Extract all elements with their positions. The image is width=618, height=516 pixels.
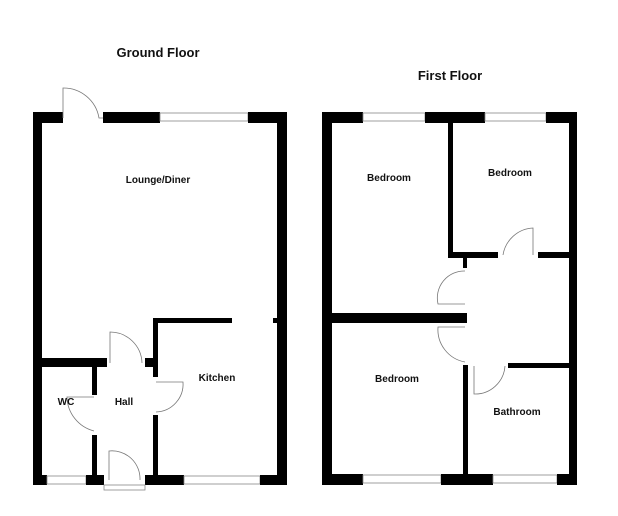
room-label-lounge: Lounge/Diner: [126, 175, 191, 186]
wall: [103, 112, 160, 123]
window: [46, 475, 87, 485]
bathroom-door: [473, 365, 506, 395]
wc-door: [66, 396, 95, 432]
room-label-bedroom-1: Bedroom: [367, 173, 411, 184]
room-label-wc: WC: [58, 397, 75, 408]
wall: [425, 112, 485, 123]
wall: [463, 256, 467, 268]
wall: [153, 318, 232, 323]
ground-floor-title: Ground Floor: [116, 45, 199, 60]
wall: [508, 363, 577, 368]
first-floor-plan: Bedroom Bedroom Bedroom Bathroom: [322, 112, 577, 485]
wall: [33, 112, 63, 123]
window: [183, 475, 261, 485]
kitchen-door: [155, 381, 184, 413]
lounge-door: [109, 331, 143, 364]
wall: [153, 415, 158, 485]
room-label-bathroom: Bathroom: [493, 407, 540, 418]
room-label-kitchen: Kitchen: [199, 373, 236, 384]
bedroom-2-door: [502, 227, 534, 256]
wall: [463, 365, 468, 485]
wall: [569, 112, 577, 485]
wall: [33, 475, 47, 485]
wall: [145, 475, 184, 485]
wall: [322, 313, 467, 323]
wall: [33, 358, 107, 367]
wall: [448, 112, 453, 258]
room-label-bedroom-3: Bedroom: [375, 374, 419, 385]
wall: [557, 474, 577, 485]
garden-door: [62, 87, 103, 119]
wall: [277, 112, 287, 485]
window: [159, 112, 249, 122]
front-door: [108, 450, 141, 481]
wall: [153, 318, 158, 377]
door-threshold: [103, 484, 146, 491]
room-label-hall: Hall: [115, 397, 134, 408]
wall: [273, 318, 277, 323]
room-label-bedroom-2: Bedroom: [488, 168, 532, 179]
window: [492, 474, 558, 484]
bedroom-3-door: [437, 326, 466, 363]
wall: [92, 367, 97, 395]
wall: [260, 475, 287, 485]
wall: [322, 474, 363, 485]
wall: [448, 252, 498, 258]
bedroom-1-door: [436, 270, 466, 305]
wall: [248, 112, 287, 123]
wall: [322, 112, 332, 485]
wall: [33, 112, 42, 485]
window: [484, 112, 547, 122]
window: [362, 112, 426, 122]
first-floor-title: First Floor: [418, 68, 482, 83]
wall: [538, 252, 577, 258]
window: [362, 474, 442, 484]
wall: [546, 112, 577, 123]
wall: [145, 358, 158, 367]
wall: [322, 112, 363, 123]
wall: [92, 435, 97, 485]
ground-floor-plan: Lounge/Diner Kitchen WC Hall: [33, 87, 287, 491]
